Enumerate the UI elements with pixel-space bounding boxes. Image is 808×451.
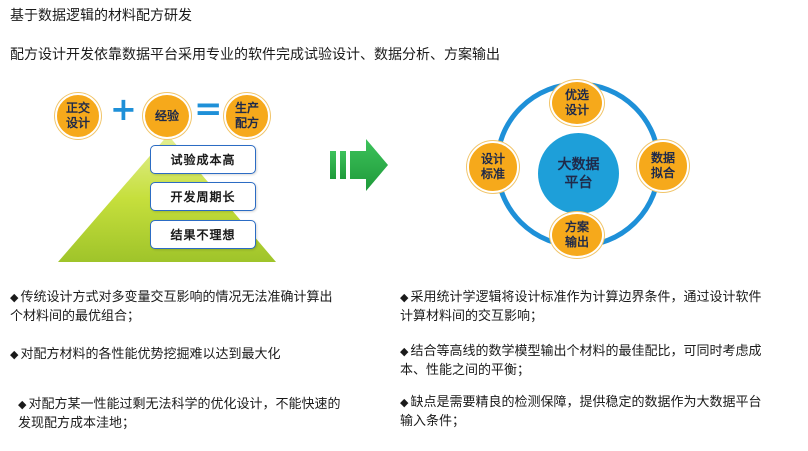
design-standard-line1: 设计 (480, 152, 505, 166)
data-fitting-line1: 数据 (650, 151, 675, 165)
left-bullet-1-line2: 个材料间的最优组合； (10, 309, 141, 324)
right-bullet-1: ◆采用统计学逻辑将设计标准作为计算边界条件，通过设计软件 计算材料间的交互影响； (400, 288, 800, 326)
left-bullet-3: ◆对配方某一性能过剩无法科学的优化设计，不能快速的 发现配方成本洼地； (18, 395, 388, 433)
data-fitting-line2: 拟合 (650, 166, 675, 180)
production-formula-circle: 生产 配方 (224, 93, 270, 139)
big-data-line1: 大数据 (557, 156, 600, 173)
right-bullet-1-line2: 计算材料间的交互影响； (400, 309, 544, 324)
left-bullet-1-line1: 传统设计方式对多变量交互影响的情况无法准确计算出 (20, 290, 333, 305)
diamond-bullet-icon: ◆ (400, 291, 409, 304)
optimal-design-line1: 优选 (564, 88, 589, 102)
orthogonal-design-circle: 正交 设计 (55, 93, 101, 139)
diamond-bullet-icon: ◆ (18, 398, 27, 411)
left-bullet-2-line1: 对配方材料的各性能优势挖掘难以达到最大化 (20, 347, 281, 362)
experience-circle: 经验 (143, 93, 191, 139)
design-standard-circle: 设计 标准 (467, 141, 519, 193)
problem-box-result: 结果不理想 (150, 220, 256, 249)
plus-icon: + (110, 90, 137, 128)
plan-output-circle: 方案 输出 (550, 212, 604, 258)
optimal-design-circle: 优选 设计 (550, 80, 604, 126)
right-bullet-2-line2: 本、性能之间的平衡； (400, 363, 531, 378)
plan-output-line2: 输出 (564, 235, 589, 249)
page-title: 基于数据逻辑的材料配方研发 (10, 8, 192, 24)
right-bullet-1-line1: 采用统计学逻辑将设计标准作为计算边界条件，通过设计软件 (410, 290, 762, 305)
orthogonal-design-line2: 设计 (65, 116, 90, 130)
right-bullet-2-line1: 结合等高线的数学模型输出个材料的最佳配比，可同时考虑成 (410, 344, 762, 359)
right-bullet-3-line1: 缺点是需要精良的检测保障，提供稳定的数据作为大数据平台 (410, 395, 762, 410)
plan-output-line1: 方案 (564, 220, 589, 234)
big-data-line2: 平台 (564, 174, 593, 191)
left-bullet-2: ◆对配方材料的各性能优势挖掘难以达到最大化 (10, 345, 385, 364)
diamond-bullet-icon: ◆ (10, 348, 19, 361)
production-formula-line2: 配方 (234, 116, 259, 130)
diamond-bullet-icon: ◆ (400, 345, 409, 358)
optimal-design-line2: 设计 (564, 103, 589, 117)
experience-label: 经验 (154, 108, 179, 123)
page-subtitle: 配方设计开发依靠数据平台采用专业的软件完成试验设计、数据分析、方案输出 (10, 47, 500, 63)
right-bullet-3: ◆缺点是需要精良的检测保障，提供稳定的数据作为大数据平台 输入条件； (400, 393, 800, 431)
equals-icon: = (194, 89, 223, 129)
big-data-platform-circle: 大数据 平台 (538, 133, 619, 214)
orthogonal-design-line1: 正交 (65, 101, 90, 115)
production-formula-line1: 生产 (234, 101, 259, 115)
diamond-bullet-icon: ◆ (400, 396, 409, 409)
left-bullet-3-line1: 对配方某一性能过剩无法科学的优化设计，不能快速的 (28, 397, 341, 412)
problem-box-cycle: 开发周期长 (150, 182, 256, 211)
data-fitting-circle: 数据 拟合 (637, 140, 689, 192)
right-bullet-3-line2: 输入条件； (400, 414, 466, 429)
diamond-bullet-icon: ◆ (10, 291, 19, 304)
left-bullet-1: ◆传统设计方式对多变量交互影响的情况无法准确计算出 个材料间的最优组合； (10, 288, 385, 326)
right-arrow-icon (330, 139, 388, 191)
left-bullet-3-line2: 发现配方成本洼地； (18, 416, 136, 431)
problem-box-cost: 试验成本高 (150, 145, 256, 174)
right-bullet-2: ◆结合等高线的数学模型输出个材料的最佳配比，可同时考虑成 本、性能之间的平衡； (400, 342, 800, 380)
design-standard-line2: 标准 (480, 167, 505, 181)
